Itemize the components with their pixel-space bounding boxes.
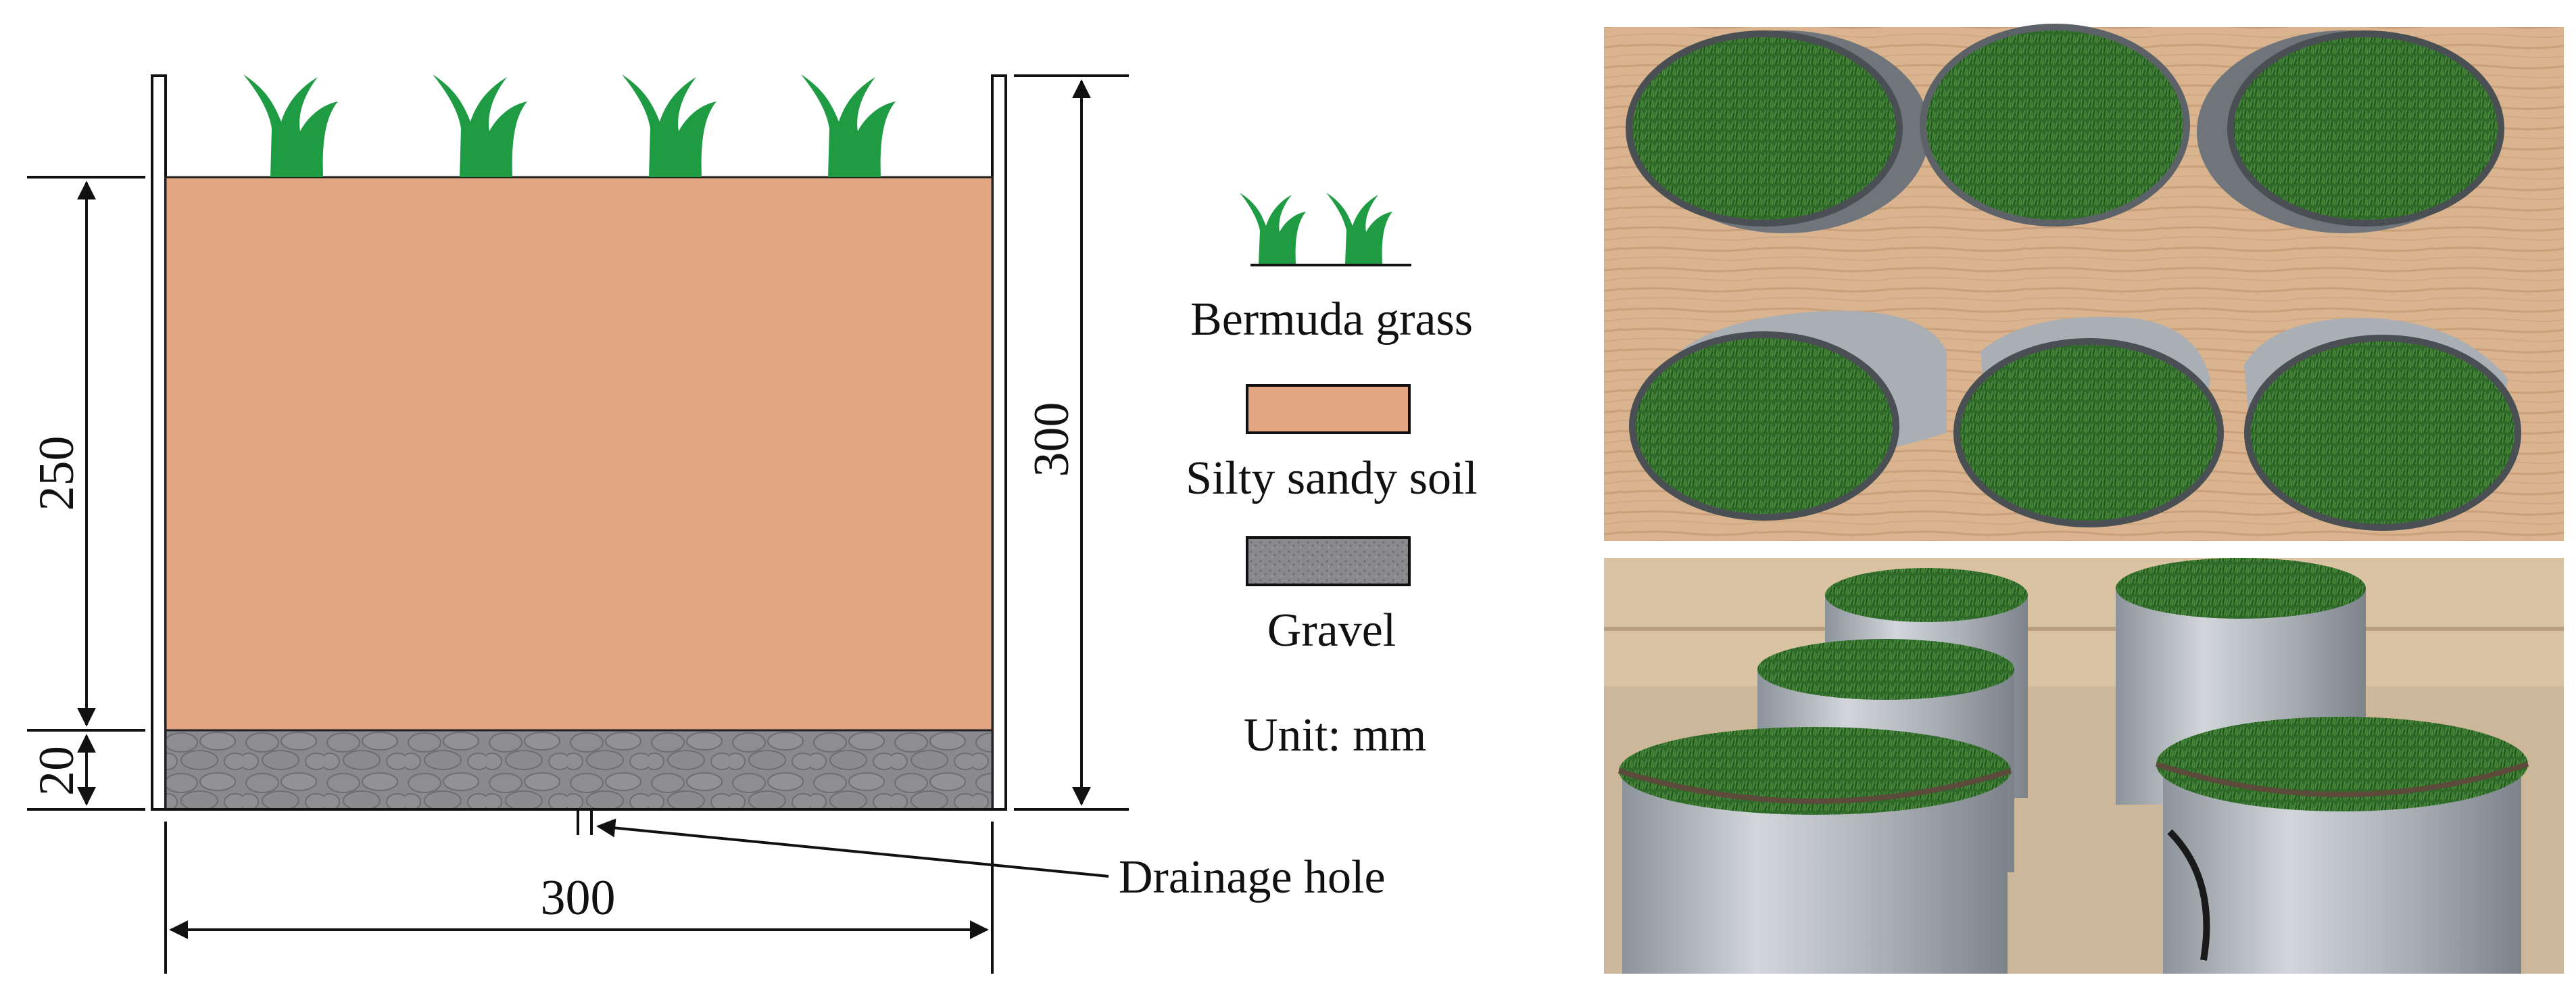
width-value: 300: [541, 870, 616, 926]
grass-tuft-icon: [622, 74, 716, 177]
legend-soil-label: Silty sandy soil: [1186, 452, 1478, 504]
drainage-leader-line: [596, 818, 1109, 878]
legend-grass-label: Bermuda grass: [1190, 293, 1473, 346]
bucket-top-3: [2197, 30, 2504, 233]
bucket-top-1: [1626, 30, 1930, 233]
grass-tuft-icon: [801, 74, 896, 177]
gravel-depth-dimension: 20: [29, 734, 96, 806]
grass-tuft-icon: [433, 74, 527, 177]
bucket-top-5: [1953, 316, 2224, 527]
legend-gravel-label: Gravel: [1267, 604, 1396, 657]
photo-side-view: [1604, 558, 2564, 974]
bucket-side-front-left: [1618, 727, 2012, 974]
drainage-hole-label: Drainage hole: [1119, 851, 1386, 903]
gravel-layer: [164, 729, 994, 811]
soil-depth-dimension: 250: [27, 176, 145, 811]
width-dimension: 300: [164, 822, 994, 974]
gravel-depth-value: 20: [29, 746, 84, 796]
legend: Bermuda grass Silty sandy soil Gravel Un…: [1186, 193, 1478, 761]
total-height-dimension: 300: [1014, 74, 1129, 811]
photo-top-view: [1604, 24, 2564, 541]
soil-depth-value: 250: [29, 436, 84, 511]
bucket-side-front-right: [2155, 717, 2529, 974]
bucket-top-2: [1920, 24, 2190, 227]
total-height-value: 300: [1024, 402, 1079, 477]
legend-grass-icon: [1240, 193, 1411, 266]
container-right-wall: [991, 74, 1007, 811]
grass-tuft-icon: [243, 74, 338, 177]
unit-label: Unit: mm: [1244, 709, 1426, 761]
legend-soil-swatch: [1246, 384, 1411, 434]
legend-gravel-swatch: [1246, 536, 1411, 586]
bucket-top-4: [1629, 310, 1947, 521]
bucket-top-6: [2244, 318, 2521, 531]
soil-column-diagram: Drainage hole 250 20 300 300: [27, 74, 1386, 974]
drainage-hole: [577, 809, 593, 835]
container-left-wall: [151, 74, 167, 811]
soil-layer: [164, 176, 994, 732]
